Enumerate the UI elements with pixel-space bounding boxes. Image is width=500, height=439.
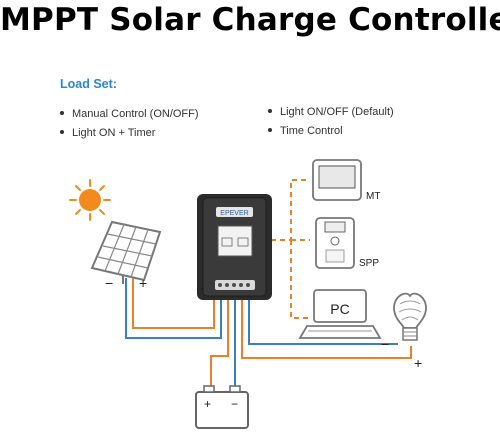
load-wires — [241, 300, 412, 359]
sun-icon — [69, 179, 111, 221]
spp-label: SPP — [359, 258, 379, 269]
svg-text:EPEVER: EPEVER — [220, 210, 248, 217]
communication-lines — [271, 179, 310, 319]
battery-minus-label: − — [231, 397, 238, 411]
bullet-dot-icon — [268, 128, 272, 133]
battery-plus-label: + — [204, 397, 211, 411]
load-option-light-onoff: Light ON/OFF (Default) — [268, 106, 394, 118]
bullet-dot-icon — [60, 111, 64, 116]
pc-label: PC — [330, 301, 349, 317]
mt-meter-icon — [312, 159, 362, 201]
pc-laptop-icon — [298, 289, 382, 339]
bullet-dot-icon — [60, 130, 64, 135]
panel-plus-label: + — [139, 275, 147, 291]
panel-minus-label: − — [105, 275, 113, 291]
bullet-dot-icon — [268, 109, 272, 114]
diagram-title: MPPT Solar Charge Controller — [0, 2, 500, 38]
mt-label: MT — [366, 191, 380, 202]
battery-icon — [195, 385, 249, 429]
light-bulb-icon — [393, 292, 427, 341]
load-option-manual: Manual Control (ON/OFF) — [60, 108, 199, 120]
panel-wires — [125, 278, 222, 339]
load-plus-label: + — [414, 355, 422, 371]
load-option-light-timer: Light ON + Timer — [60, 127, 155, 139]
load-minus-label: − — [381, 336, 389, 352]
battery-wires — [210, 300, 236, 388]
load-option-time-control: Time Control — [268, 125, 343, 137]
controller-icon: EPEVER — [197, 194, 272, 300]
solar-panel-icon — [90, 220, 162, 284]
spp-device-icon — [315, 217, 355, 269]
load-set-heading: Load Set: — [60, 77, 117, 91]
